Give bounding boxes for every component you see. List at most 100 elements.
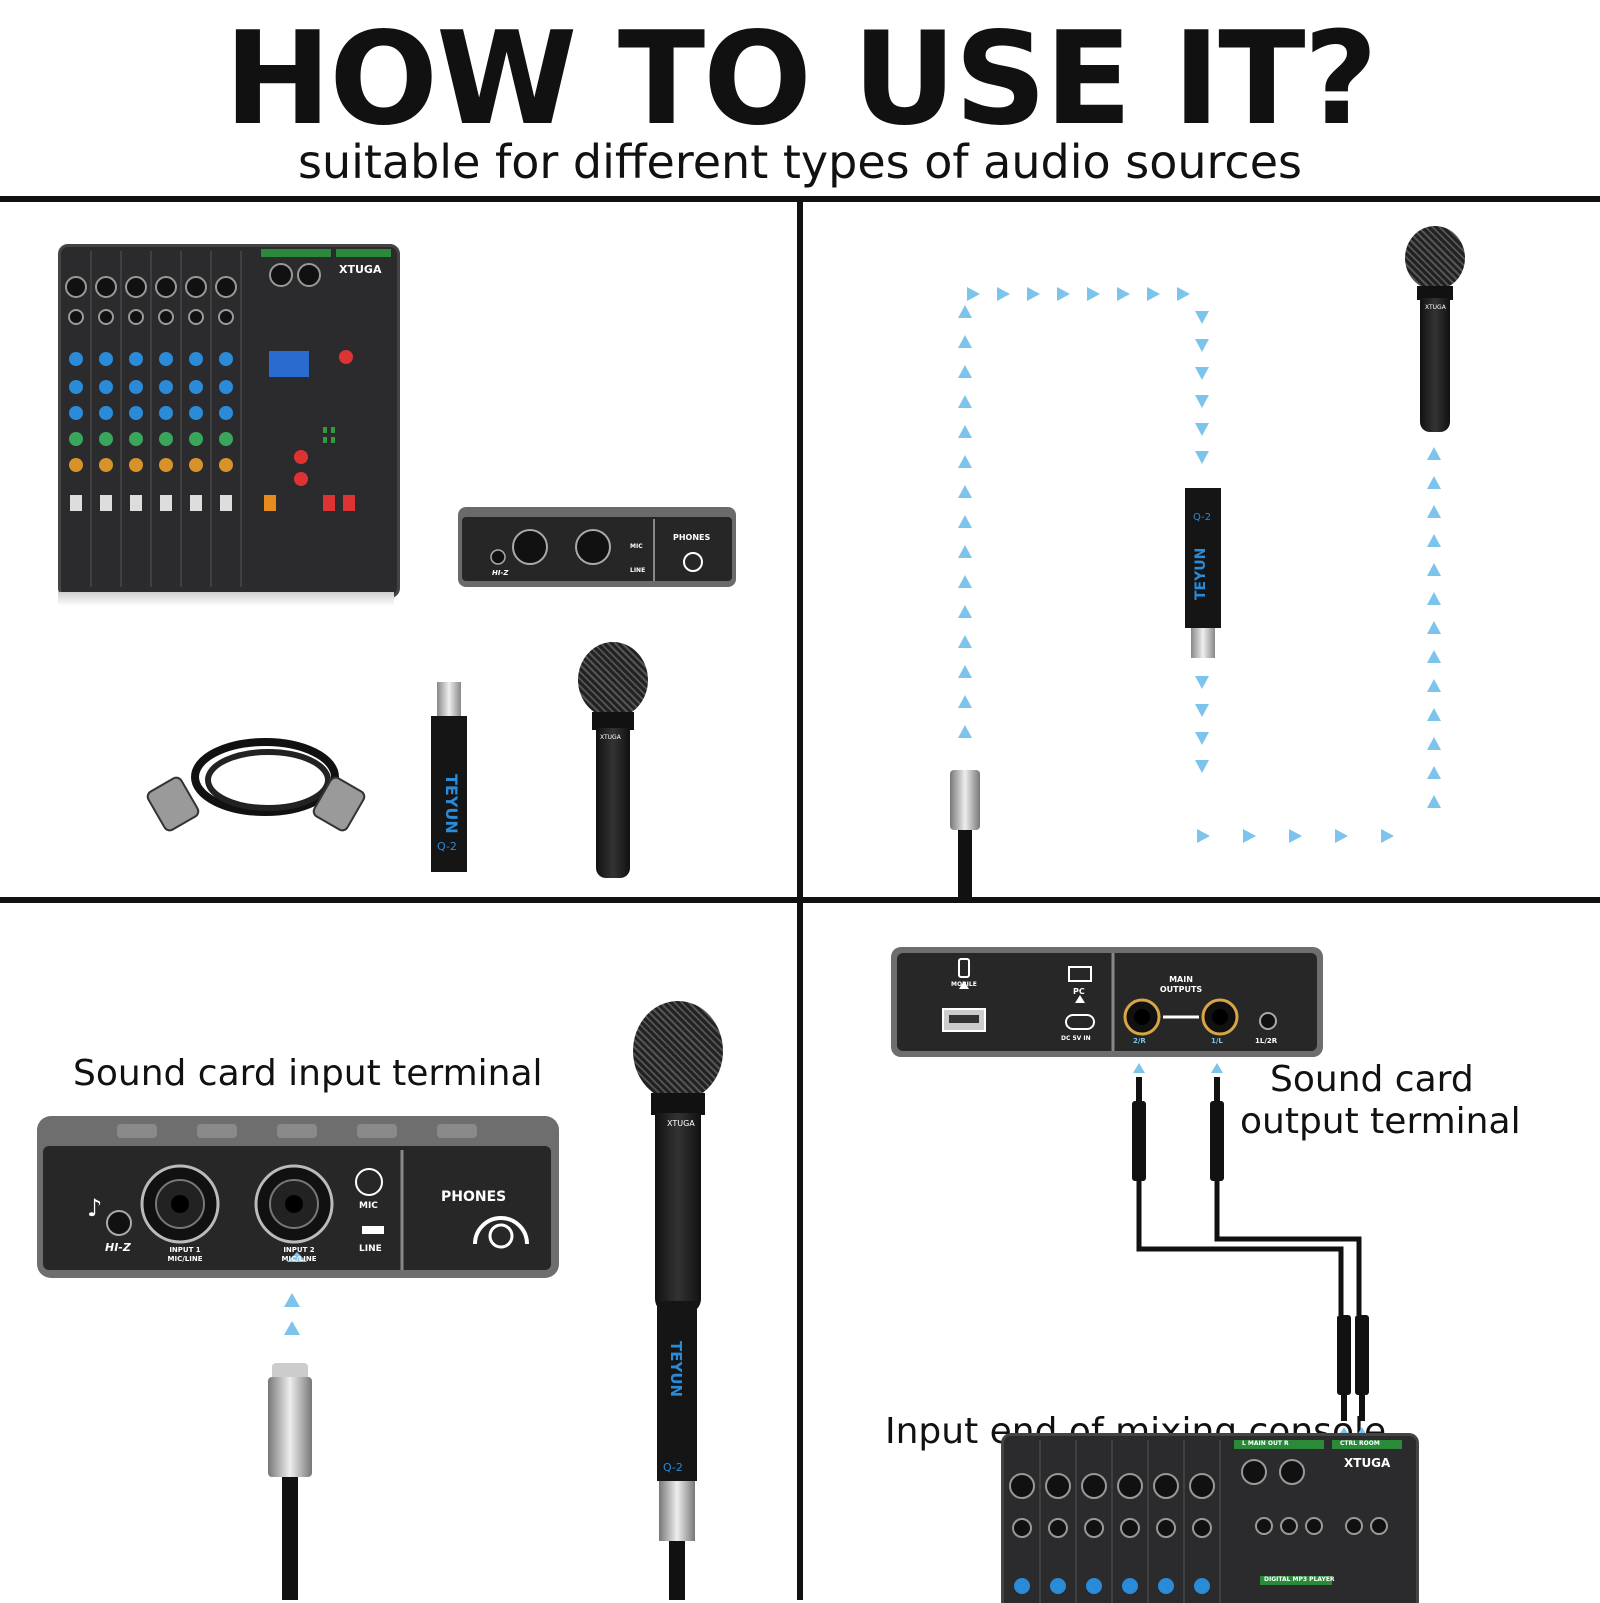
flow-arrow (958, 515, 972, 528)
preamp-brand: TEYUN (442, 774, 461, 834)
soundcard-small: PHONES HI-Z MIC LINE (458, 507, 736, 587)
flow-arrow (1195, 423, 1209, 436)
flow-arrow (1427, 795, 1441, 808)
input-arrows (284, 1293, 300, 1335)
hiz-label: HI-Z (105, 1241, 131, 1254)
flow-arrow (958, 725, 972, 738)
flow-arrow (1147, 287, 1160, 301)
xlr-cable-coil (146, 738, 366, 832)
preamp-brand: TEYUN (667, 1341, 685, 1398)
console-label-main-out: L MAIN OUT R (1242, 1440, 1289, 1447)
mic-brand: XTUGA (667, 1119, 695, 1128)
flow-arrow (958, 605, 972, 618)
flow-arrow (958, 635, 972, 648)
caption-output-line1: Sound card (1270, 1059, 1474, 1100)
flow-arrow (1195, 704, 1209, 717)
flow-arrow (1057, 287, 1070, 301)
panel-top-left: XTUGA PHONES HI-Z MIC LINE TEYUN Q-2 (0, 202, 797, 897)
flow-arrow (1177, 287, 1190, 301)
flow-arrow (958, 335, 972, 348)
mobile-label: MOBILE (951, 981, 977, 988)
flow-arrow (1117, 287, 1130, 301)
console-brand: XTUGA (1344, 1456, 1391, 1470)
flow-arrow (1197, 829, 1210, 843)
flow-arrow (958, 425, 972, 438)
microphone: XTUGA (1405, 226, 1465, 436)
dc-label: DC 5V IN (1061, 1035, 1091, 1042)
soundcard-small-line: LINE (630, 567, 646, 574)
mixer-device: XTUGA (58, 244, 400, 598)
mixer-reflection (58, 592, 394, 606)
mixer-brand: XTUGA (339, 263, 382, 276)
preamp-model: Q-2 (1193, 512, 1212, 523)
flow-arrow (1427, 650, 1441, 663)
flow-arrow (1427, 534, 1441, 547)
mic-label: MIC (359, 1201, 378, 1211)
line-label: LINE (359, 1244, 382, 1254)
panel-bottom-left: Sound card input terminal PHONES HI-Z IN… (0, 903, 797, 1600)
console-label-ctrl-room: CTRL ROOM (1340, 1440, 1380, 1447)
caption-output-line2: output terminal (1240, 1101, 1521, 1142)
preamp-brand: TEYUN (1193, 547, 1209, 600)
preamp-model: Q-2 (663, 1461, 683, 1474)
microphone-with-preamp: XTUGA TEYUN Q-2 (633, 1001, 723, 1600)
input2-label: INPUT 2 MIC/LINE (281, 1246, 317, 1263)
flow-arrow (1427, 505, 1441, 518)
soundcard-small-ports (490, 519, 703, 581)
panel-top-right: TEYUN Q-2 XTUGA (803, 202, 1600, 897)
soundcard-rear-ports (942, 953, 1277, 1051)
flow-arrow (1243, 829, 1256, 843)
preamp-model: Q-2 (437, 840, 457, 853)
flow-arrow (1027, 287, 1040, 301)
pc-label: PC (1073, 987, 1085, 996)
flow-arrow (1195, 676, 1209, 689)
flow-arrow (1427, 708, 1441, 721)
flow-arrow (958, 485, 972, 498)
panel-bottom-right: MOBILE PC DC 5V IN MAIN OUTPUTS 2/R 1/L … (803, 903, 1600, 1603)
preamp-device: TEYUN Q-2 (431, 682, 467, 872)
flow-arrow (967, 287, 980, 301)
flow-arrow (1427, 766, 1441, 779)
console-controls (1009, 1440, 1402, 1603)
flow-arrow (1427, 563, 1441, 576)
flow-arrow (1427, 679, 1441, 692)
xlr-male-connector (268, 1363, 312, 1600)
flow-arrow (1195, 311, 1209, 324)
flow-arrow (997, 287, 1010, 301)
mixer-controls (65, 249, 391, 587)
page-subtitle: suitable for different types of audio so… (297, 135, 1302, 189)
soundcard-small-hiz: HI-Z (492, 569, 509, 577)
xlr-female-connector (950, 770, 980, 897)
flow-arrow (958, 305, 972, 318)
soundcard-small-phones: PHONES (673, 533, 711, 542)
mixer-console-partial: L MAIN OUT R CTRL ROOM DIGITAL MP3 PLAYE… (1001, 1433, 1419, 1603)
flow-arrow (1427, 737, 1441, 750)
flow-arrow (958, 365, 972, 378)
flow-arrow (1289, 829, 1302, 843)
flow-arrow (1427, 447, 1441, 460)
flow-arrow (1195, 451, 1209, 464)
signal-flow-arrows (958, 287, 1441, 843)
headphone-label: 1L/2R (1255, 1037, 1278, 1045)
flow-arrow (1195, 732, 1209, 745)
flow-arrow (958, 695, 972, 708)
flow-arrow (1195, 367, 1209, 380)
soundcard-small-mic: MIC (630, 543, 643, 550)
out-l-label: 1/L (1211, 1037, 1223, 1045)
main-outputs-label: MAIN OUTPUTS (1159, 975, 1203, 994)
soundcard-rear: MOBILE PC DC 5V IN MAIN OUTPUTS 2/R 1/L … (891, 947, 1323, 1057)
page-title: HOW TO USE IT? (224, 5, 1378, 154)
flow-arrow (958, 665, 972, 678)
flow-arrow (1195, 395, 1209, 408)
guitar-icon: ♪ (87, 1194, 103, 1222)
divider-vertical (797, 196, 803, 1600)
flow-arrow (958, 545, 972, 558)
console-label-mp3: DIGITAL MP3 PLAYER (1264, 1576, 1335, 1583)
soundcard-large: PHONES HI-Z INPUT 1 MIC/LINE INPUT 2 MIC… (37, 1116, 559, 1278)
flow-arrow (1087, 287, 1100, 301)
flow-arrow (1195, 760, 1209, 773)
caption-soundcard-input: Sound card input terminal (73, 1053, 543, 1094)
preamp-device: TEYUN Q-2 (1185, 488, 1221, 658)
microphone: XTUGA (578, 642, 648, 882)
flow-arrow (1427, 621, 1441, 634)
